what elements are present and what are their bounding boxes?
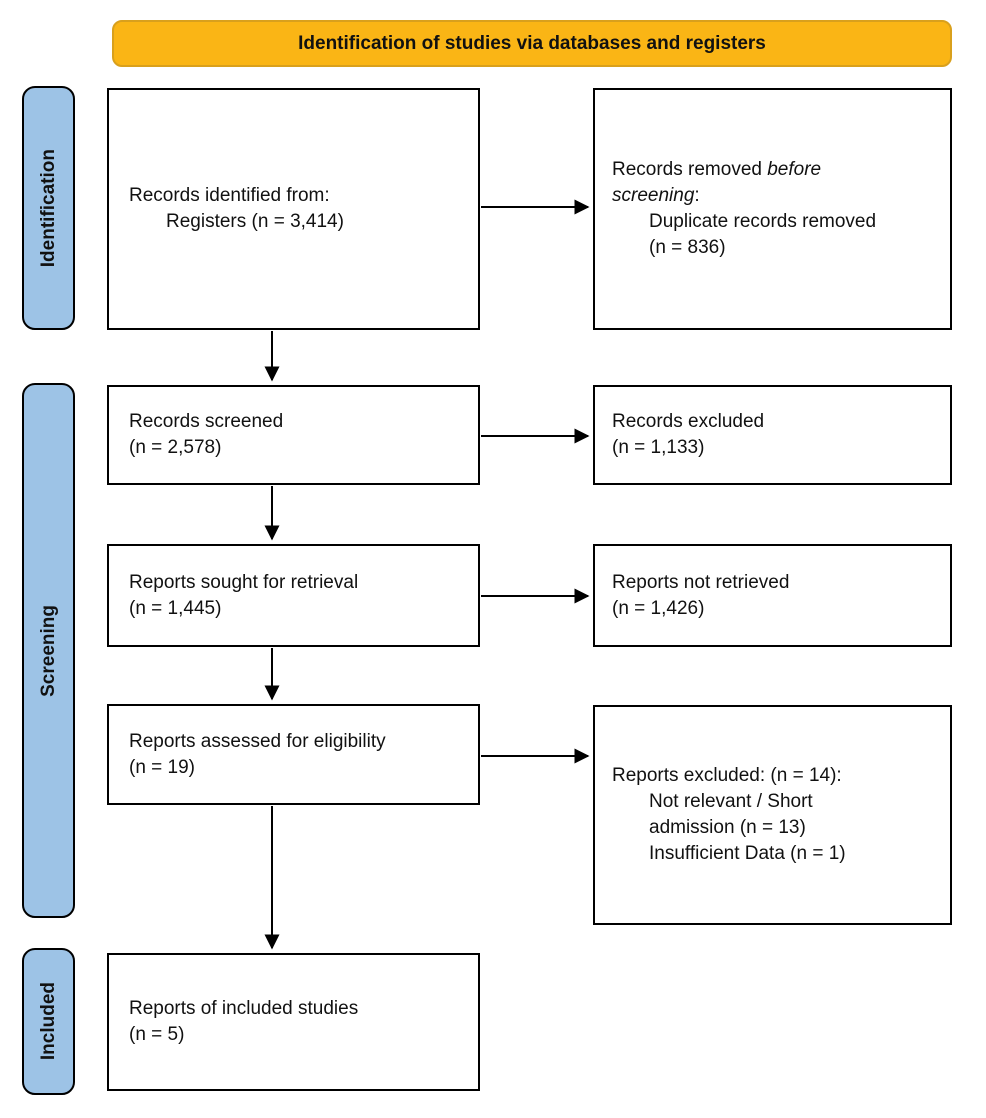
box-line: Reports excluded: (n = 14): — [612, 765, 842, 786]
box-line: admission (n = 13) — [649, 817, 806, 838]
box-line: Registers (n = 3,414) — [166, 211, 344, 232]
box-line: (n = 5) — [129, 1024, 185, 1045]
box-line: Reports sought for retrieval — [129, 571, 359, 593]
box-line: screening: — [612, 185, 700, 206]
stage-label-included: Included — [37, 982, 59, 1061]
box-line: (n = 836) — [649, 237, 726, 258]
box-line: (n = 1,445) — [129, 597, 222, 619]
box-line: Not relevant / Short — [649, 791, 813, 812]
box-records-excluded: Records excluded (n = 1,133) — [593, 385, 952, 485]
box-line: Duplicate records removed — [649, 211, 877, 232]
box-reports-excluded: Reports excluded: (n = 14): Not relevant… — [593, 705, 952, 925]
box-line: Records screened — [129, 411, 284, 432]
box-line: (n = 19) — [129, 756, 196, 778]
box-records-screened: Records screened (n = 2,578) — [107, 385, 480, 485]
box-reports-sought: Reports sought for retrieval (n = 1,445) — [107, 544, 480, 647]
stage-bar-screening: Screening — [22, 383, 75, 918]
box-line: Insufficient Data (n = 1) — [649, 843, 846, 864]
box-reports-included: Reports of included studies (n = 5) — [107, 953, 480, 1091]
box-reports-not-retrieved: Reports not retrieved (n = 1,426) — [593, 544, 952, 647]
box-line: Reports not retrieved — [612, 571, 790, 593]
stage-label-identification: Identification — [37, 148, 59, 268]
box-line: Records removed before — [612, 159, 822, 180]
stage-bar-identification: Identification — [22, 86, 75, 330]
box-line: (n = 1,426) — [612, 597, 705, 619]
box-line: Reports of included studies — [129, 998, 359, 1019]
box-reports-assessed: Reports assessed for eligibility (n = 19… — [107, 704, 480, 805]
box-line: (n = 2,578) — [129, 437, 222, 458]
stage-bar-included: Included — [22, 948, 75, 1095]
banner-title: Identification of studies via databases … — [112, 20, 952, 67]
box-records-identified: Records identified from: Registers (n = … — [107, 88, 480, 330]
box-line: Records excluded — [612, 411, 765, 432]
box-records-removed: Records removed before screening: Duplic… — [593, 88, 952, 330]
box-line: (n = 1,133) — [612, 437, 705, 458]
box-line: Reports assessed for eligibility — [129, 730, 386, 752]
stage-label-screening: Screening — [37, 604, 59, 697]
box-line: Records identified from: — [129, 185, 330, 206]
